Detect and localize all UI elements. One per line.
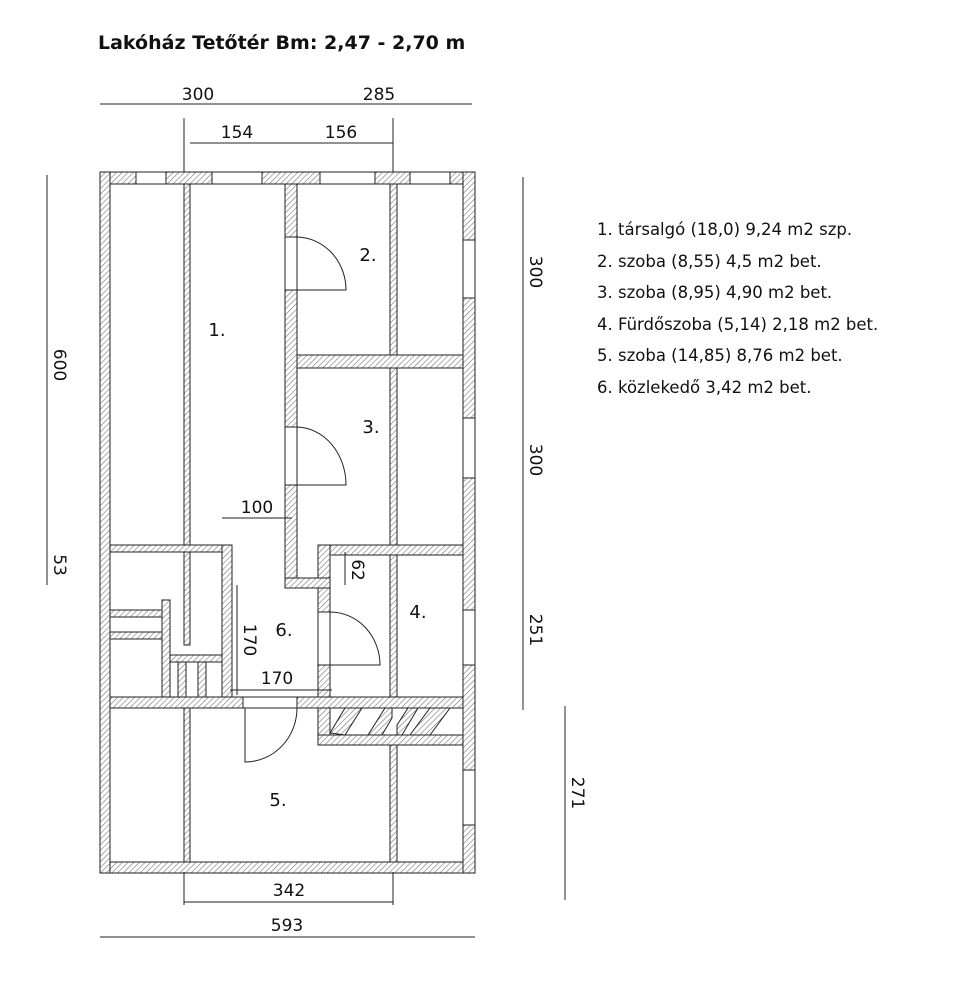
dim-inner-left: 154 [221,123,253,143]
legend-item: 5. szoba (14,85) 8,76 m2 bet. [597,346,843,365]
dim-bottom-total: 593 [271,916,303,936]
room-labels: 1. 2. 3. 4. 5. 6. [208,245,426,811]
legend-item: 1. társalgó (18,0) 9,24 m2 szp. [597,220,853,239]
dim-right-3: 251 [525,614,545,646]
dim-corridor-width: 100 [241,498,273,518]
walls [99,171,476,874]
room-label-5: 5. [269,790,286,811]
dim-bottom-inner: 342 [273,881,305,901]
dimension-labels: 300 285 154 156 600 53 300 300 251 271 3… [49,85,587,936]
windows [135,171,476,826]
legend-item: 2. szoba (8,55) 4,5 m2 bet. [597,251,822,271]
dimension-lines [46,103,566,938]
room-label-1: 1. [208,320,225,341]
dim-right-4: 271 [567,777,587,809]
dim-inner-right: 156 [325,123,357,143]
dim-right-2: 300 [525,444,545,476]
plan-title: Lakóház Tetőtér Bm: 2,47 - 2,70 m [98,32,466,54]
legend-item: 6. közlekedő 3,42 m2 bet. [597,377,812,397]
room-label-2: 2. [359,245,376,266]
door-swing-icon [296,236,347,291]
dim-right-1: 300 [525,256,545,288]
dim-top-right: 285 [363,85,395,105]
legend-item: 4. Fürdőszoba (5,14) 2,18 m2 bet. [597,314,879,334]
dim-notch: 62 [347,559,367,581]
legend-item: 3. szoba (8,95) 4,90 m2 bet. [597,283,833,302]
room-legend: 1. társalgó (18,0) 9,24 m2 szp. 2. szoba… [597,214,878,403]
dim-hall-horizontal: 170 [261,669,293,689]
room-label-6: 6. [275,620,292,641]
dim-hall-vertical: 170 [239,624,259,656]
dim-left-main: 600 [49,349,69,381]
doors [242,236,381,763]
dim-top-left: 300 [182,85,214,105]
room-label-4: 4. [409,602,426,623]
dim-left-small: 53 [49,554,69,576]
room-label-3: 3. [362,417,379,438]
